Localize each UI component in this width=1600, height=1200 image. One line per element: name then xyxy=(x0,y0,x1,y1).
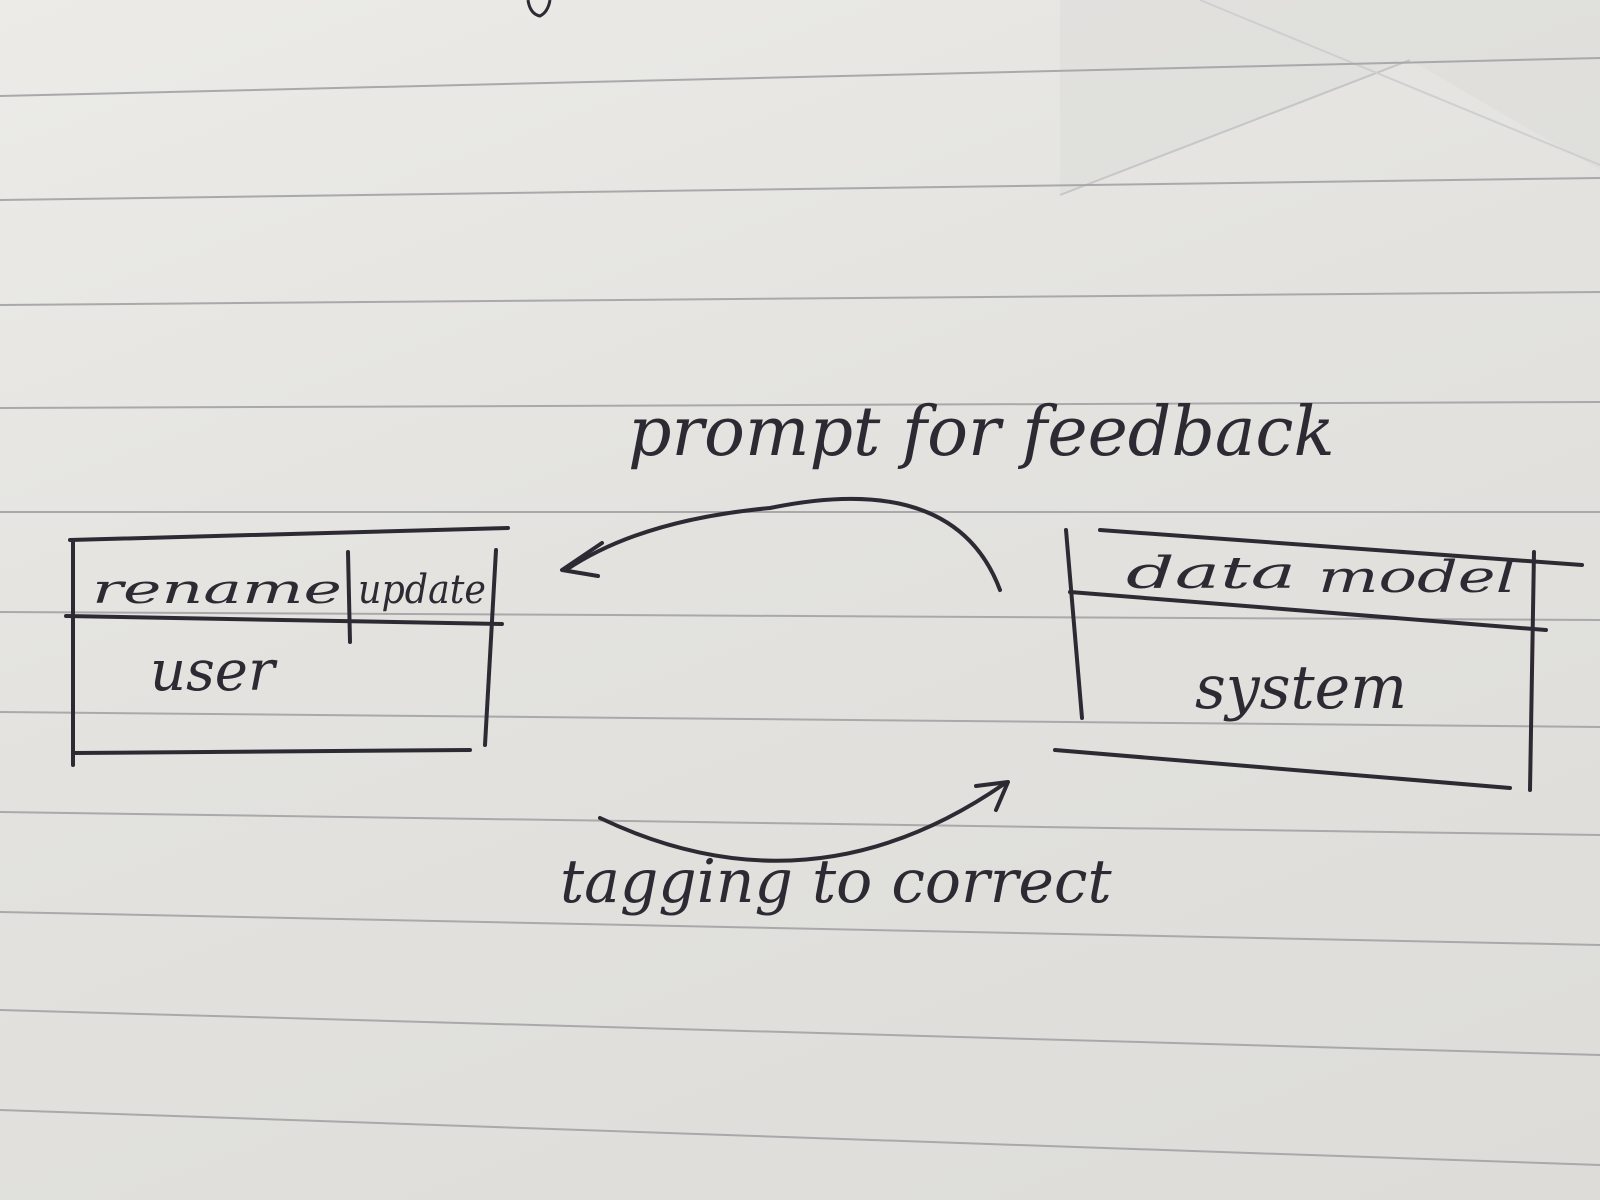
ruled-line xyxy=(0,711,1600,728)
user-box xyxy=(64,526,510,767)
tagging-arrow xyxy=(598,780,1010,863)
tagging-arrow-label: tagging to correct xyxy=(560,847,1113,917)
system-box-left-line xyxy=(1064,528,1084,720)
user-box-top-line xyxy=(68,526,510,542)
prompt-arrowhead xyxy=(560,541,604,578)
system-box-bottom-line xyxy=(1053,748,1512,790)
system-box-top-line xyxy=(1098,528,1584,567)
user-box-header-separator xyxy=(346,550,352,644)
ruled-lines xyxy=(0,57,1600,1166)
system-box-body: system xyxy=(1195,653,1407,723)
system-box-header-divider xyxy=(1068,590,1548,632)
prompt-arrow xyxy=(560,496,1002,592)
tagging-arrowhead xyxy=(974,780,1010,812)
ruled-line xyxy=(0,1109,1600,1166)
fold-crease xyxy=(1199,0,1600,166)
prompt-arrow-curve xyxy=(564,496,1002,592)
ruled-line xyxy=(0,1009,1600,1056)
ruled-line xyxy=(0,57,1600,97)
system-box-header-left: data xyxy=(1126,548,1296,599)
tagging-arrow-curve xyxy=(598,782,1006,863)
user-box-header-left: rename xyxy=(92,567,342,613)
ruled-line xyxy=(0,291,1600,306)
user-box-bottom-line xyxy=(71,748,472,755)
ruled-line xyxy=(0,911,1600,946)
user-box-header-divider xyxy=(64,614,504,626)
ruled-line xyxy=(0,401,1600,409)
ruled-line xyxy=(0,611,1600,621)
fold-crease xyxy=(1059,59,1411,196)
ruled-line xyxy=(0,811,1600,836)
user-box-header-right: update xyxy=(358,567,486,613)
ruled-line xyxy=(0,177,1600,201)
user-box-right-line xyxy=(483,548,498,747)
prompt-arrow-label: prompt for feedback xyxy=(628,393,1335,472)
user-box-body: user xyxy=(150,639,278,704)
system-box-right-line xyxy=(1528,550,1536,792)
system-box xyxy=(1053,528,1584,792)
folded-corner-shadow xyxy=(1060,0,1600,195)
system-box-header-right: model xyxy=(1318,552,1516,603)
stray-pen-mark xyxy=(526,0,552,18)
